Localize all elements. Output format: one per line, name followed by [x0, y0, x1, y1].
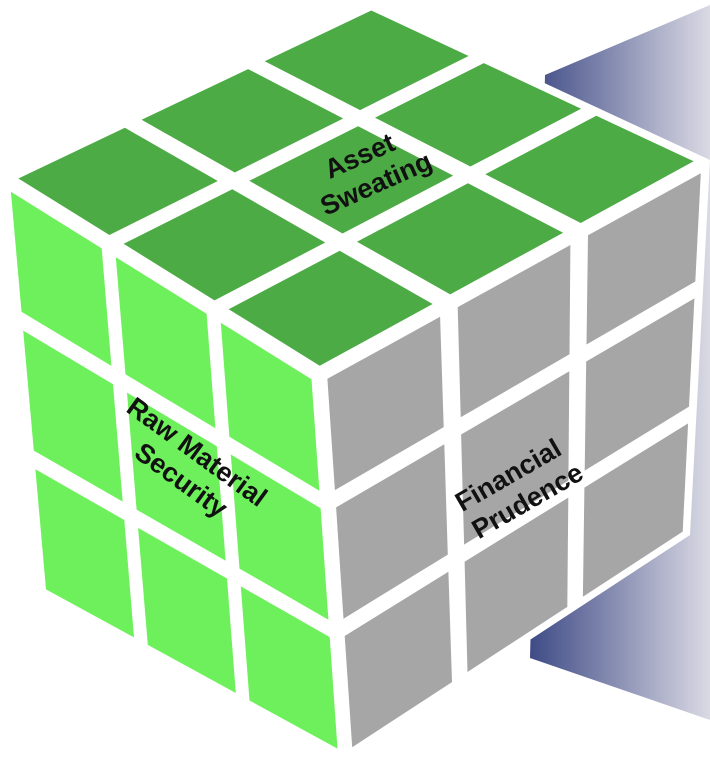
top-face-cell [264, 10, 469, 111]
top-face-cell [375, 63, 582, 167]
left-face-cell [23, 330, 123, 502]
top-face-cell [141, 69, 344, 173]
right-face-cell [582, 423, 689, 597]
cube [3, 3, 710, 761]
top-face-cell [249, 126, 454, 234]
left-face-cell [35, 469, 134, 638]
top-face-cell [485, 115, 694, 223]
top-face-cell [357, 183, 564, 295]
top-face-cell [18, 127, 218, 235]
top-face-cell [123, 189, 326, 301]
left-face-cell [115, 257, 216, 429]
right-face-cell [584, 298, 695, 471]
right-face-cell [457, 245, 571, 418]
left-face-cell [127, 392, 226, 561]
right-face-cell [461, 371, 570, 545]
left-face-cell [10, 191, 112, 366]
right-face [327, 173, 701, 748]
right-face-cell [464, 497, 569, 672]
right-face-cell [586, 173, 701, 345]
right-face-cell [344, 571, 452, 748]
right-face-cell [336, 444, 448, 619]
top-face [18, 10, 694, 366]
left-face-cell [230, 454, 329, 620]
left-face-cell [220, 322, 320, 491]
left-face [10, 191, 338, 749]
top-face-cell [228, 250, 433, 366]
right-face-cell [327, 316, 444, 491]
left-face-cell [138, 527, 236, 693]
left-face-cell [240, 586, 338, 749]
